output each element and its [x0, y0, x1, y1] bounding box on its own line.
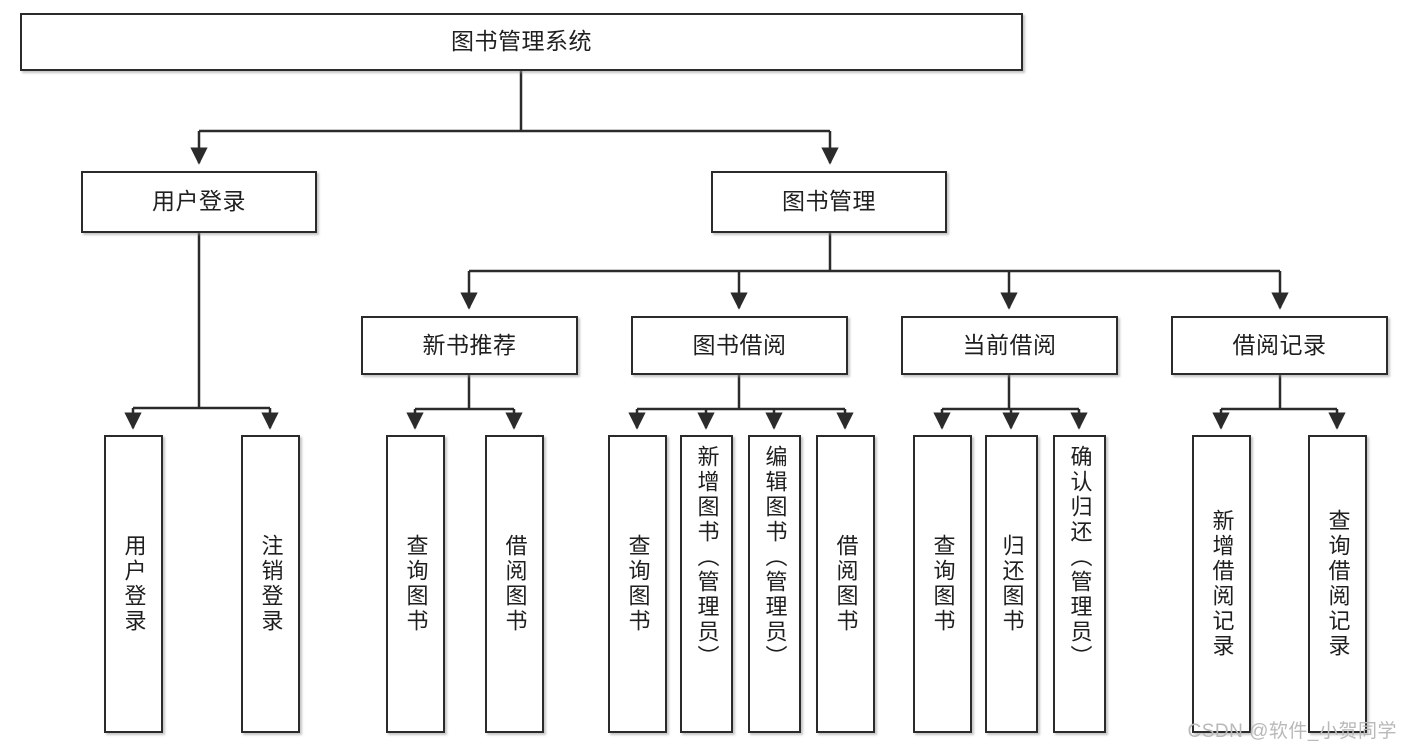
node-new-book-rec[interactable]: 新书推荐 — [361, 316, 578, 375]
node-leaf-user-login-label: 用户登录 — [121, 534, 147, 634]
node-leaf-query-record-label: 查询借阅记录 — [1325, 509, 1351, 659]
node-leaf-add-book-label: 新增图书（管理员） — [694, 445, 720, 670]
node-leaf-query-book-2-label: 查询图书 — [625, 534, 651, 634]
node-root-label: 图书管理系统 — [451, 28, 592, 55]
node-leaf-logout-label: 注销登录 — [258, 534, 284, 634]
node-borrow-record[interactable]: 借阅记录 — [1171, 316, 1388, 375]
node-leaf-user-login[interactable]: 用户登录 — [104, 435, 163, 733]
node-book-borrow-label: 图书借阅 — [692, 331, 787, 358]
node-leaf-borrow-book-1[interactable]: 借阅图书 — [485, 435, 544, 733]
node-leaf-add-book[interactable]: 新增图书（管理员） — [680, 435, 733, 733]
node-leaf-query-book-3-label: 查询图书 — [930, 534, 956, 634]
node-leaf-query-book-2[interactable]: 查询图书 — [608, 435, 667, 733]
node-leaf-add-record-label: 新增借阅记录 — [1209, 509, 1235, 659]
node-leaf-query-book-3[interactable]: 查询图书 — [913, 435, 972, 733]
node-leaf-add-record[interactable]: 新增借阅记录 — [1192, 435, 1251, 733]
node-book-borrow[interactable]: 图书借阅 — [631, 316, 848, 375]
node-user-login-label: 用户登录 — [152, 188, 246, 215]
node-leaf-logout[interactable]: 注销登录 — [241, 435, 300, 733]
node-borrow-record-label: 借阅记录 — [1232, 331, 1327, 358]
node-leaf-edit-book[interactable]: 编辑图书（管理员） — [748, 435, 801, 733]
node-book-manage-label: 图书管理 — [782, 188, 876, 215]
node-leaf-return-book[interactable]: 归还图书 — [985, 435, 1038, 733]
node-user-login[interactable]: 用户登录 — [81, 171, 317, 233]
node-leaf-borrow-book-2[interactable]: 借阅图书 — [816, 435, 875, 733]
node-leaf-query-book-1-label: 查询图书 — [403, 534, 429, 634]
node-book-manage[interactable]: 图书管理 — [711, 171, 947, 233]
node-leaf-confirm-return-label: 确认归还（管理员） — [1067, 445, 1093, 670]
node-root[interactable]: 图书管理系统 — [20, 13, 1023, 71]
node-leaf-borrow-book-2-label: 借阅图书 — [833, 534, 859, 634]
node-leaf-borrow-book-1-label: 借阅图书 — [502, 534, 528, 634]
node-leaf-return-book-label: 归还图书 — [999, 534, 1025, 634]
node-leaf-confirm-return[interactable]: 确认归还（管理员） — [1053, 435, 1106, 733]
node-current-borrow-label: 当前借阅 — [962, 331, 1057, 358]
node-new-book-rec-label: 新书推荐 — [422, 331, 517, 358]
watermark: CSDN @软件_小贺同学 — [1187, 721, 1397, 742]
node-leaf-query-book-1[interactable]: 查询图书 — [386, 435, 445, 733]
node-current-borrow[interactable]: 当前借阅 — [901, 316, 1118, 375]
node-leaf-edit-book-label: 编辑图书（管理员） — [762, 445, 788, 670]
node-leaf-query-record[interactable]: 查询借阅记录 — [1308, 435, 1367, 733]
